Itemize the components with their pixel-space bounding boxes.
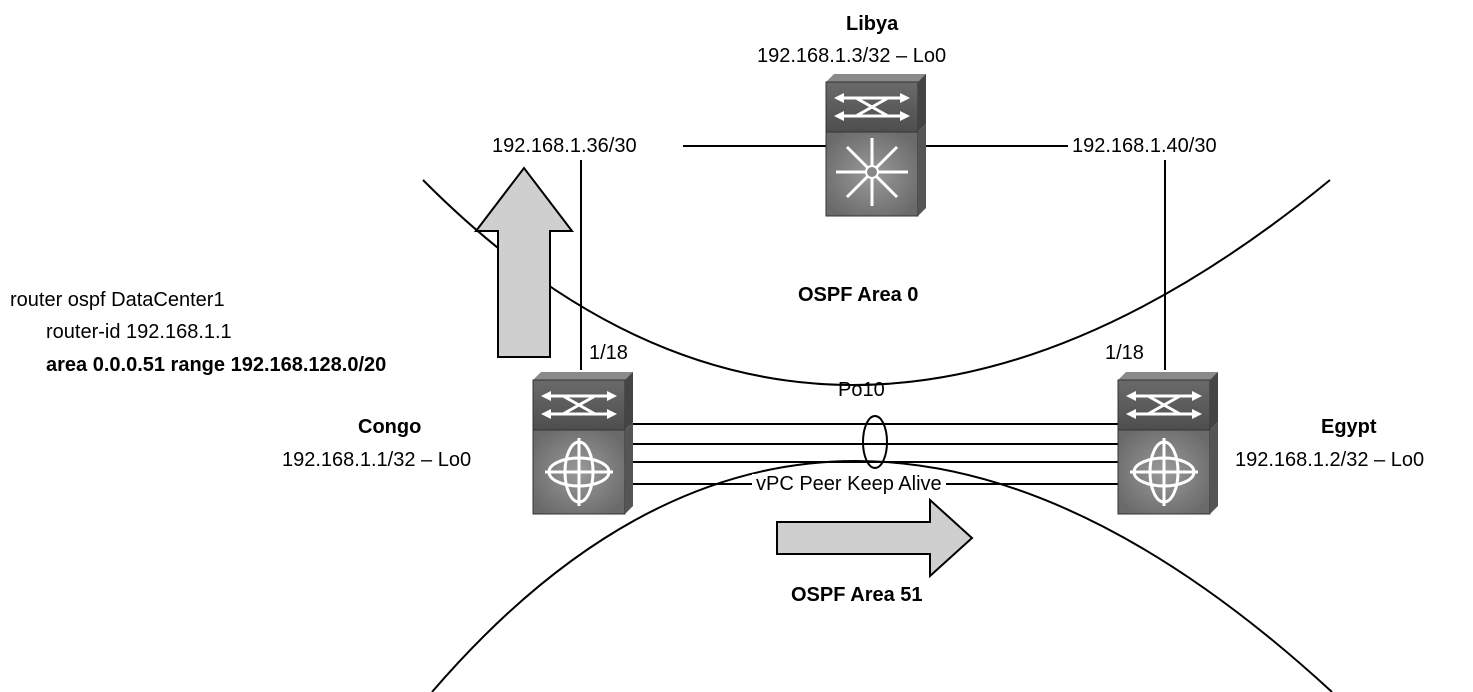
keepalive-label: vPC Peer Keep Alive: [752, 474, 946, 494]
libya-switch-icon: [824, 72, 928, 218]
area51-label: OSPF Area 51: [791, 584, 923, 606]
config-line-3: area 0.0.0.51 range 192.168.128.0/20: [46, 354, 387, 376]
up-arrow: [473, 166, 575, 358]
config-line-1: router ospf DataCenter1: [10, 289, 225, 311]
right-arrow: [776, 497, 974, 579]
po10-ellipse: [862, 415, 888, 469]
left-subnet-label: 192.168.1.36/30: [488, 136, 641, 156]
area0-label: OSPF Area 0: [798, 284, 919, 306]
po10-label: Po10: [838, 379, 885, 401]
egypt-loopback: 192.168.1.2/32 – Lo0: [1235, 449, 1425, 471]
libya-name: Libya: [846, 13, 899, 35]
libya-starburst-icon: [836, 138, 908, 206]
congo-name: Congo: [358, 416, 422, 438]
egypt-name: Egypt: [1321, 416, 1377, 438]
congo-starburst-icon: [545, 438, 613, 506]
libya-loopback: 192.168.1.3/32 – Lo0: [757, 45, 947, 67]
congo-port-label: 1/18: [589, 342, 628, 364]
egypt-port-label: 1/18: [1105, 342, 1144, 364]
congo-loopback: 192.168.1.1/32 – Lo0: [282, 449, 472, 471]
egypt-starburst-icon: [1130, 438, 1198, 506]
config-line-2: router-id 192.168.1.1: [46, 321, 232, 343]
right-subnet-label: 192.168.1.40/30: [1068, 136, 1221, 156]
